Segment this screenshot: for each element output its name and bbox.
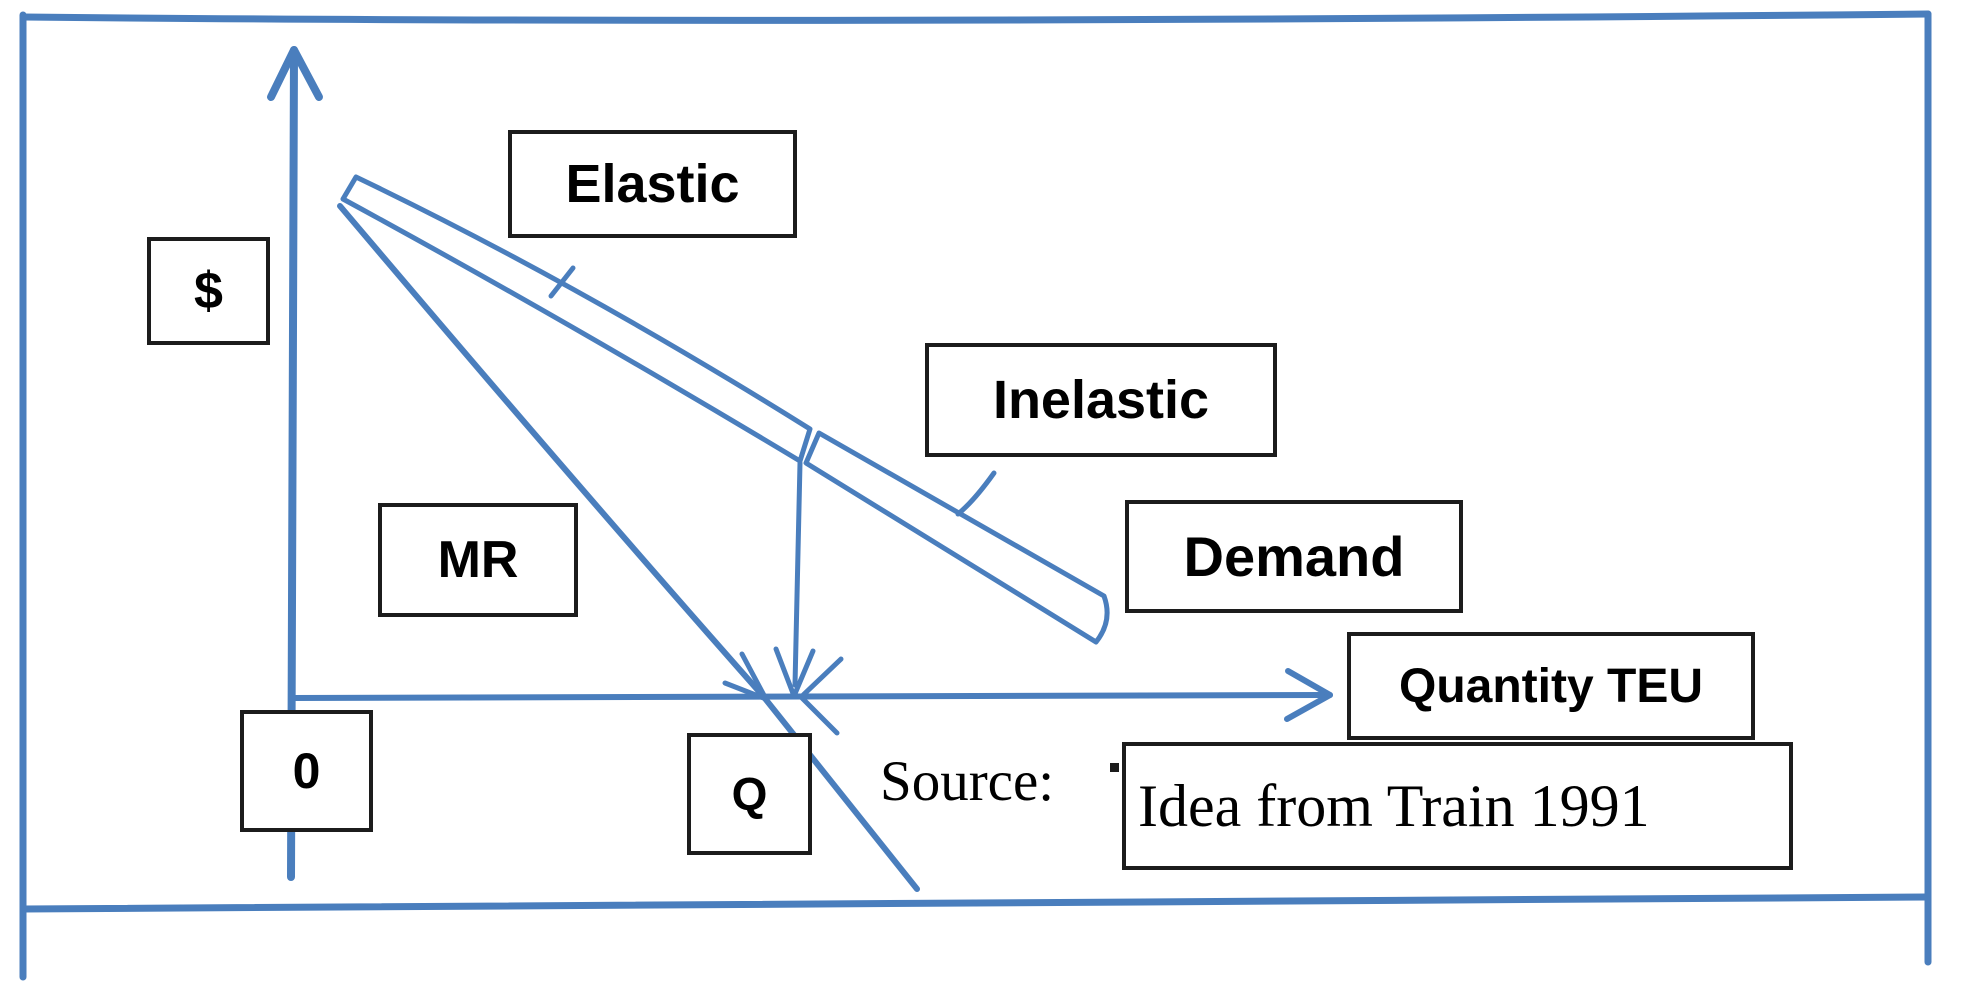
elastic-label-box: Elastic [508, 130, 797, 238]
y-axis-label: $ [194, 262, 223, 320]
mr-label-box: MR [378, 503, 578, 617]
quantity-point-label-box: Q [687, 733, 812, 855]
origin-label-box: 0 [240, 710, 373, 832]
elastic-label: Elastic [565, 154, 740, 214]
obscured-source-text-fragment [1110, 763, 1119, 772]
demand-label-box: Demand [1125, 500, 1463, 613]
x-axis-arrow-icon [1284, 668, 1333, 722]
attribution-text: Idea from Train 1991 [1138, 772, 1650, 839]
y-axis-label-box: $ [147, 237, 270, 345]
origin-label: 0 [292, 743, 321, 799]
x-axis [290, 668, 1333, 722]
elastic-leader-line [548, 265, 576, 299]
axis-left-arrow-icon [798, 656, 844, 736]
outer-border [19, 10, 1932, 981]
attribution-overlay-box: Idea from Train 1991 [1122, 742, 1793, 870]
x-axis-label: Quantity TEU [1398, 659, 1703, 713]
x-axis-label-box: Quantity TEU [1347, 632, 1755, 740]
mr-label: MR [437, 531, 519, 589]
inelastic-label: Inelastic [992, 370, 1210, 430]
quantity-drop-line [773, 460, 816, 699]
inelastic-leader-line [955, 470, 997, 517]
mr-arrow-icon [722, 651, 769, 702]
inelastic-label-box: Inelastic [925, 343, 1277, 457]
source-text: Source: [880, 750, 1055, 813]
mr-curve [337, 203, 920, 892]
quantity-point-label: Q [731, 768, 768, 820]
y-axis-arrow-icon [267, 46, 323, 101]
demand-curve-inelastic-segment [803, 430, 1110, 645]
demand-label: Demand [1183, 525, 1405, 588]
down-arrow-icon [773, 646, 816, 699]
